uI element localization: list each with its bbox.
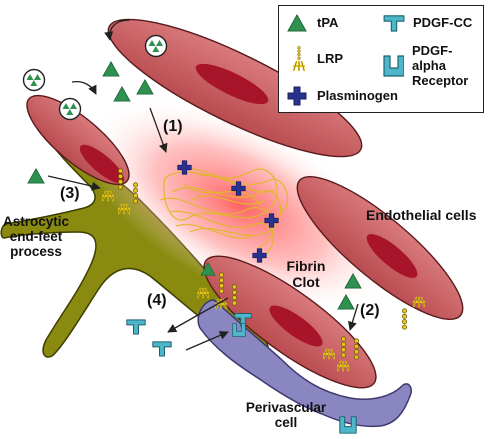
legend-tpa-label: tPA [317,14,339,30]
legend-pdgf-receptor-label: PDGF-alpha Receptor [412,43,483,89]
legend-item-lrp: LRP [291,46,343,72]
pdgf-receptor-icon [383,55,404,78]
legend-pdgf-receptor-line2: Receptor [412,72,469,88]
arrow [348,303,359,331]
tpa [102,61,120,77]
tpa-icon [287,14,307,32]
arrow [71,80,97,95]
tpa [27,168,45,184]
arrow [104,19,131,41]
pdgf-cc-icon [383,15,405,32]
perivascular-cell [197,299,413,428]
pdgf-cc [152,341,172,357]
fibrin-clot-label: Fibrin Clot [282,258,330,290]
astrocytic-label: Astrocytic end-feet process [2,214,70,259]
legend-item-tpa: tPA [287,14,338,32]
legend-lrp-label: LRP [317,50,343,66]
nucleus [269,305,323,347]
nucleus [366,234,418,278]
tpa-vesicle [144,34,168,58]
plasminogen-icon [287,86,307,106]
legend-pdgf-cc-label: PDGF-CC [413,14,473,30]
fibrin-line1: Fibrin [286,258,326,274]
arrow [167,297,229,333]
tpa-vesicle [22,68,46,92]
fibrin-line2: Clot [292,273,320,290]
pdgf-cc [126,319,146,335]
arrow [185,331,229,351]
legend: tPA PDGF-CC LRP PDGF-alpha Receptor Plas… [278,5,484,113]
fibrin-clot [159,168,289,257]
legend-item-pdgf-cc: PDGF-CC [383,14,472,32]
tpa [113,86,131,102]
tpa [136,79,154,95]
legend-pdgf-receptor-line1: PDGF-alpha [412,43,453,73]
arrows [47,19,359,351]
step-1-label: (1) [163,118,183,135]
step-3-label: (3) [60,185,80,202]
legend-plasminogen-label: Plasminogen [317,87,398,103]
perivascular-label: Perivascular cell [236,400,336,430]
step-2-label: (2) [360,302,380,319]
nucleus [79,144,125,184]
legend-item-pdgf-receptor: PDGF-alpha Receptor [383,43,483,89]
perivascular-line1: Perivascular [245,400,327,415]
nucleus [195,63,269,105]
astrocytic-line1: Astrocytic [2,214,70,229]
tpa-vesicle [58,97,82,121]
arrow [149,107,168,153]
step-4-label: (4) [147,292,167,309]
legend-item-plasminogen: Plasminogen [287,86,398,106]
astrocytic-line3: process [10,244,62,260]
endothelial-cells-label: Endothelial cells [366,207,477,223]
lrp-icon [292,46,306,72]
astrocytic-line2: end-feet [9,229,63,245]
arrow [47,175,101,191]
perivascular-line2: cell [274,415,298,431]
lrp [401,308,408,330]
